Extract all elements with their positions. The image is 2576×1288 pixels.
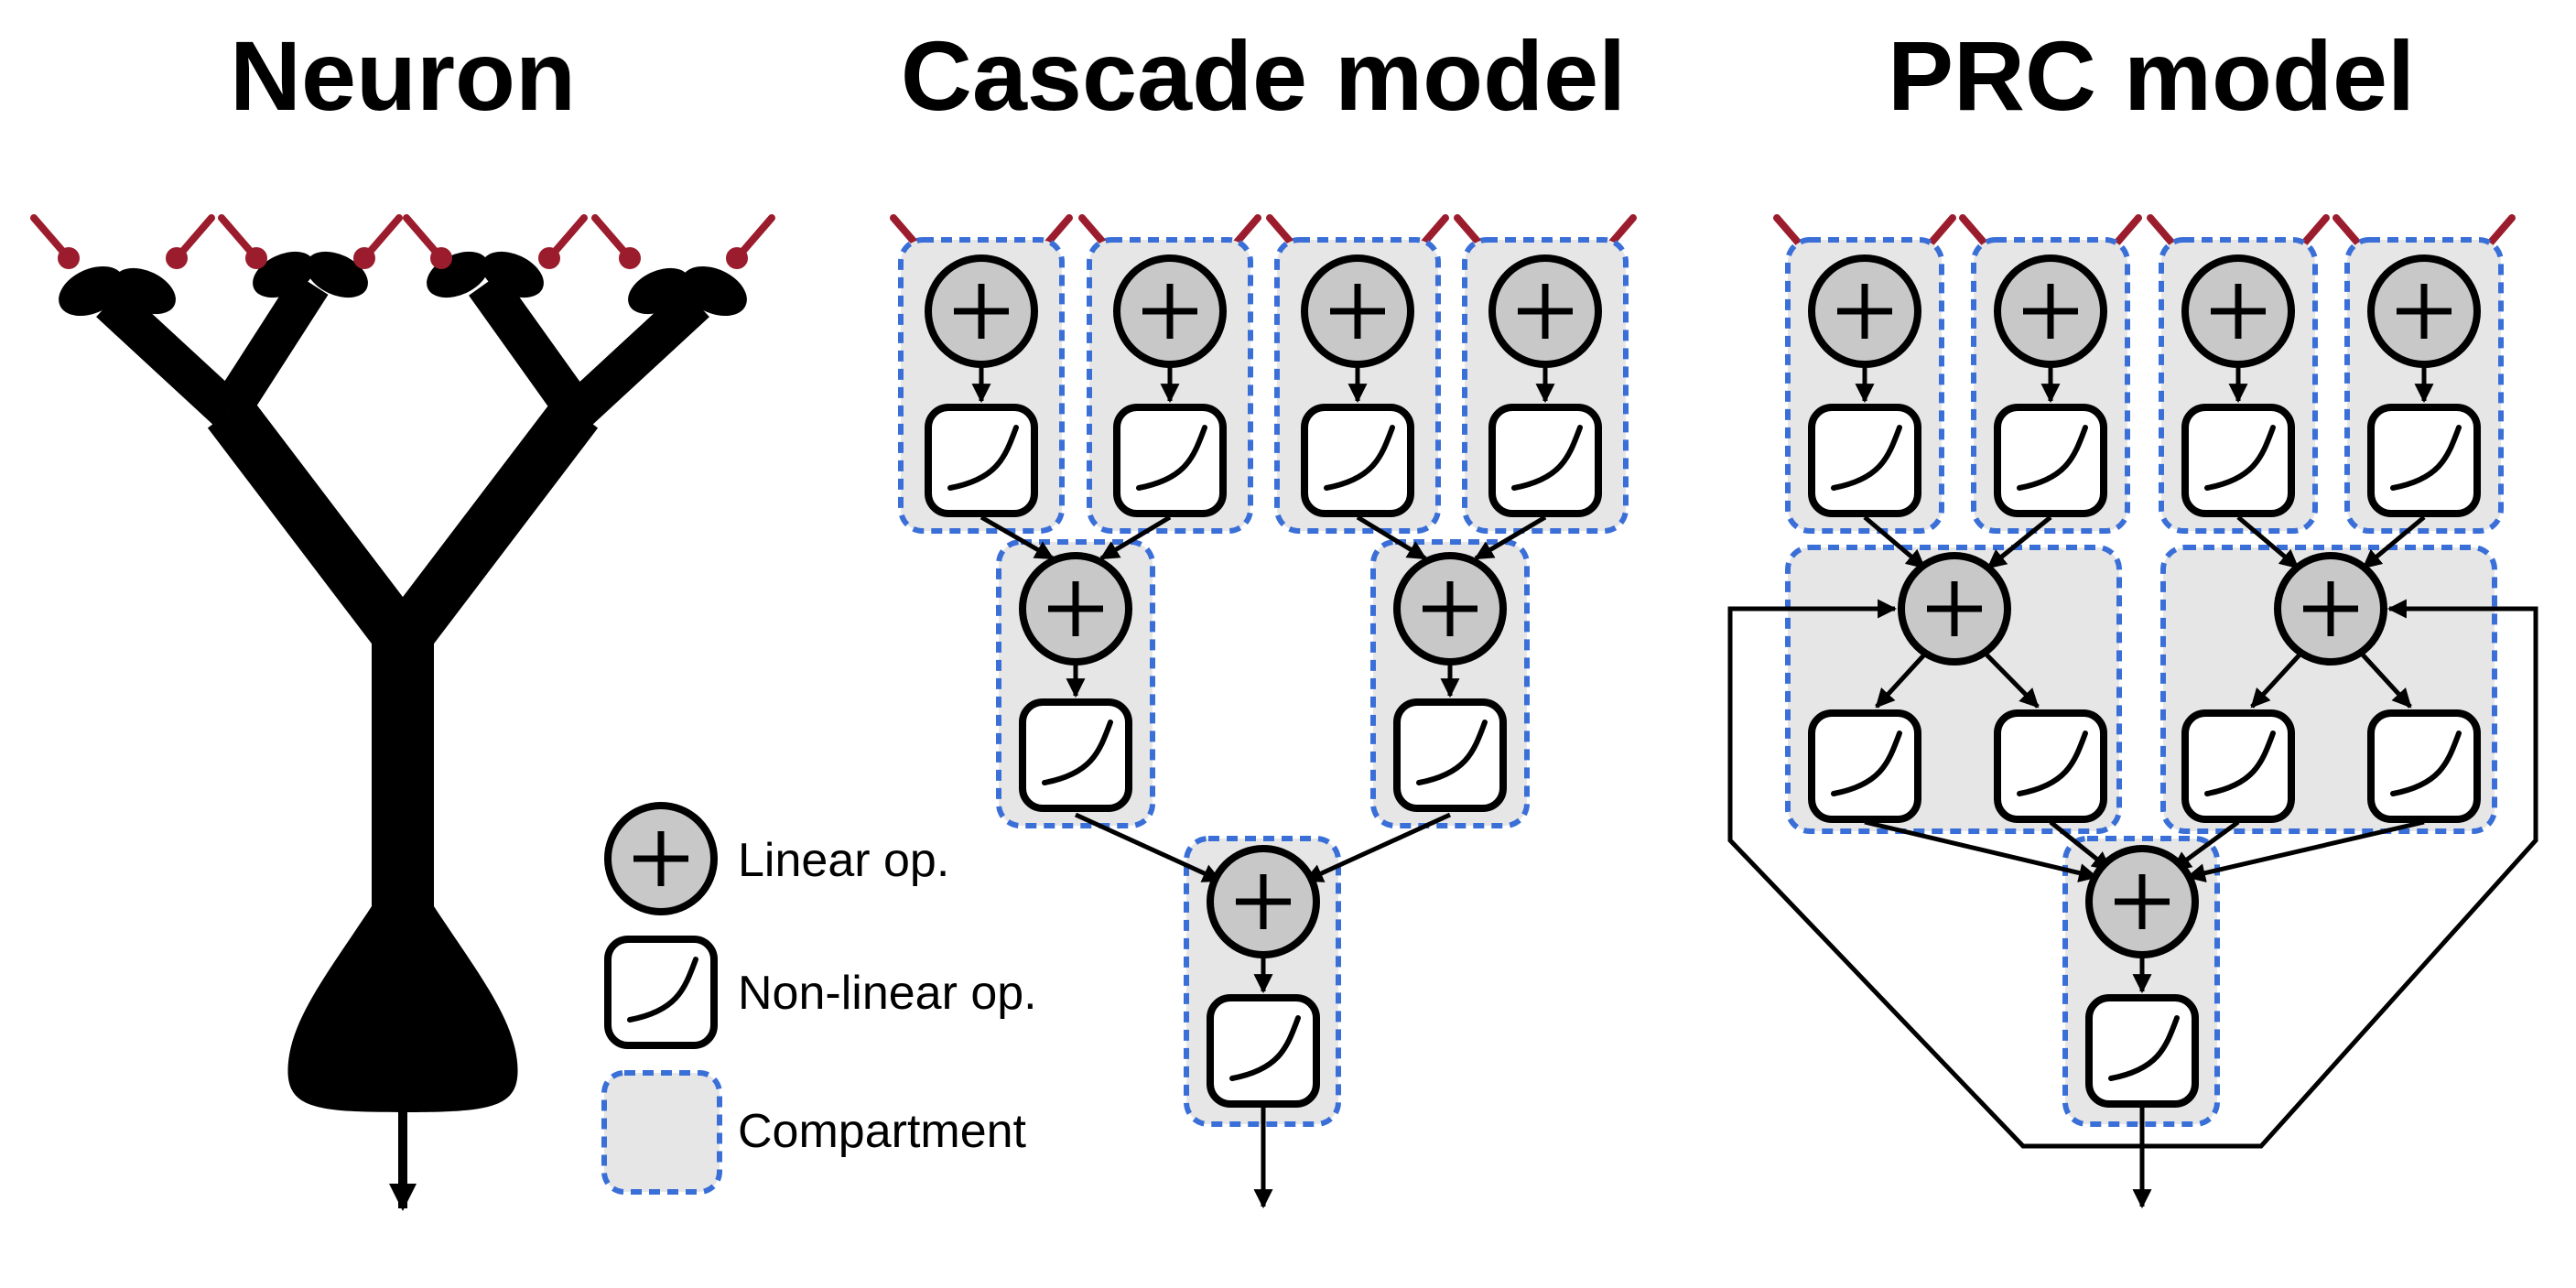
- nonlinear-op-node: [1488, 404, 1602, 517]
- edge-arrow: [1304, 812, 1452, 883]
- edge-arrow: [2236, 515, 2300, 569]
- linear-op-node: [1808, 254, 1921, 368]
- edge-arrow: [980, 514, 1055, 561]
- nonlinear-op-node: [1301, 404, 1414, 517]
- nonlinear-op-node: [2367, 404, 2481, 517]
- edge-arrow: [1356, 514, 1427, 561]
- edge-arrow: [2362, 515, 2426, 569]
- nonlinear-op-node: [1994, 709, 2107, 823]
- edge-arrow: [1074, 812, 1222, 883]
- edge-arrow: [1863, 515, 1926, 569]
- nonlinear-op-node: [1393, 698, 1507, 812]
- edge-layer: [971, 365, 2538, 1209]
- edge-arrow: [1099, 514, 1172, 561]
- edge-arrow: [2358, 650, 2412, 709]
- nonlinear-op-node: [2181, 404, 2295, 517]
- linear-op-node: [1488, 254, 1602, 368]
- nonlinear-op-node: [1808, 709, 1921, 823]
- legend-compartment-icon: [601, 1070, 722, 1195]
- edge-arrow: [1875, 650, 1929, 709]
- synapse-icon: [591, 214, 641, 269]
- legend-nonlinear-icon: [604, 936, 718, 1049]
- nonlinear-op-node: [2085, 994, 2199, 1108]
- linear-op-node: [2085, 845, 2199, 958]
- edge-arrow: [1982, 650, 2040, 709]
- legend-linear-label: Linear op.: [738, 834, 949, 887]
- feedback-arrow: [1727, 599, 2142, 1149]
- legend-compartment-label: Compartment: [738, 1105, 1027, 1158]
- edge-arrow: [1864, 819, 2099, 882]
- synapse-icon: [403, 214, 452, 269]
- edge-arrow: [1474, 514, 1547, 561]
- synapse-icon: [166, 214, 215, 269]
- linear-op-node: [1898, 552, 2011, 666]
- linear-op-node: [2274, 552, 2387, 666]
- linear-op-node: [2367, 254, 2481, 368]
- legend: Linear op. Non-linear op. Compartment: [601, 802, 1037, 1195]
- synapse-icon: [218, 214, 267, 269]
- nonlinear-op-node: [2181, 709, 2295, 823]
- edge-arrow: [2049, 820, 2112, 871]
- nonlinear-op-node: [1994, 404, 2107, 517]
- synapse-icon: [726, 214, 775, 269]
- linear-op-node: [925, 254, 1038, 368]
- nonlinear-op-node: [2367, 709, 2481, 823]
- linear-op-node: [2181, 254, 2295, 368]
- synapse-icon: [538, 214, 588, 269]
- edge-arrow: [1986, 515, 2052, 569]
- nonlinear-op-node: [1808, 404, 1921, 517]
- edge-arrow: [2185, 819, 2425, 882]
- neuron-illustration: [59, 251, 747, 1211]
- legend-nonlinear-label: Non-linear op.: [738, 967, 1037, 1020]
- legend-linear-icon: [604, 802, 718, 915]
- edge-arrow: [2250, 650, 2304, 709]
- edge-arrow: [2171, 819, 2240, 872]
- synapse-icon: [353, 214, 403, 269]
- nonlinear-op-node: [925, 404, 1038, 517]
- nonlinear-op-node: [1113, 404, 1227, 517]
- linear-op-node: [1994, 254, 2107, 368]
- linear-op-node: [1207, 845, 1320, 958]
- neuron-panel-title: Neuron: [230, 20, 576, 131]
- cascade-panel-title: Cascade model: [901, 20, 1626, 131]
- linear-op-node: [1301, 254, 1414, 368]
- node-layer: [925, 254, 2481, 1108]
- linear-op-node: [1393, 552, 1507, 666]
- synapse-layer: [30, 214, 2516, 269]
- synapse-icon: [30, 214, 80, 269]
- prc-panel-title: PRC model: [1888, 20, 2415, 131]
- compartment-layer: [898, 237, 2504, 1127]
- linear-op-node: [1019, 552, 1132, 666]
- nonlinear-op-node: [1207, 994, 1320, 1108]
- linear-op-node: [1113, 254, 1227, 368]
- nonlinear-op-node: [1019, 698, 1132, 812]
